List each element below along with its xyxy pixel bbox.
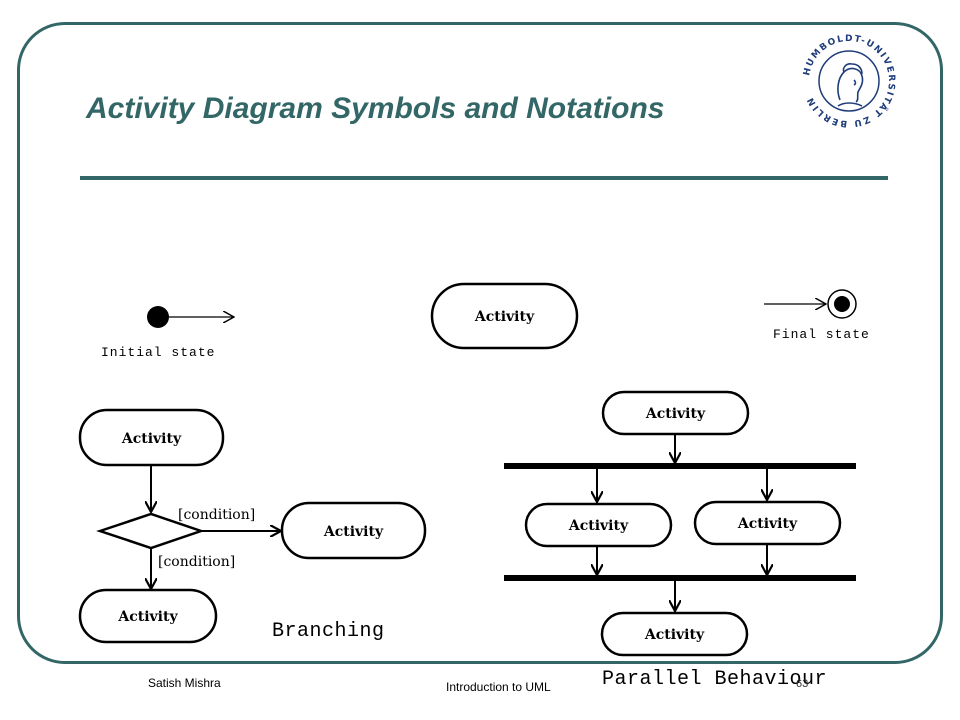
condition-label-down: [condition]: [158, 554, 235, 570]
seal-portrait-icon: [837, 63, 864, 107]
parallel-behaviour-label: Parallel Behaviour: [602, 668, 828, 691]
activity-label: Activity: [737, 516, 798, 532]
slide-title: Activity Diagram Symbols and Notations: [86, 92, 665, 125]
activity-label: Activity: [645, 406, 706, 422]
final-state-symbol: [764, 289, 857, 319]
page-number: 63: [796, 678, 809, 690]
condition-label-right: [condition]: [178, 507, 255, 523]
parallel-activity-bottom: Activity: [600, 611, 749, 657]
branch-activity-bottom: Activity: [78, 588, 218, 644]
footer-center: Introduction to UML: [446, 680, 551, 694]
activity-symbol: Activity: [430, 282, 579, 350]
branching-diagram: Activity [condition] Activity [condition…: [78, 408, 427, 644]
activity-label: Activity: [568, 518, 629, 534]
title-underline: [80, 176, 888, 180]
parallel-activity-right: Activity: [693, 500, 842, 546]
branch-activity-top: Activity: [78, 408, 225, 467]
activity-label: Activity: [474, 309, 535, 325]
activity-label: Activity: [644, 627, 705, 643]
parallel-diagram: Activity Activity Activity Activity: [504, 390, 856, 657]
seal-inner-circle: [818, 50, 880, 112]
activity-label: Activity: [117, 609, 178, 625]
activity-label: Activity: [323, 524, 384, 540]
branching-label: Branching: [272, 620, 385, 643]
branch-activity-right: Activity: [280, 501, 427, 560]
parallel-activity-top: Activity: [601, 390, 750, 436]
parallel-activity-left: Activity: [524, 502, 673, 548]
initial-state-label: Initial state: [101, 345, 216, 360]
slide-frame: [17, 22, 943, 664]
footer-author: Satish Mishra: [148, 676, 221, 690]
final-state-label: Final state: [773, 327, 870, 342]
university-seal-logo: HUMBOLDT-UNIVERSITÄT ZU BERLIN: [802, 34, 894, 128]
initial-state-symbol: [147, 306, 234, 328]
activity-label: Activity: [121, 431, 182, 447]
